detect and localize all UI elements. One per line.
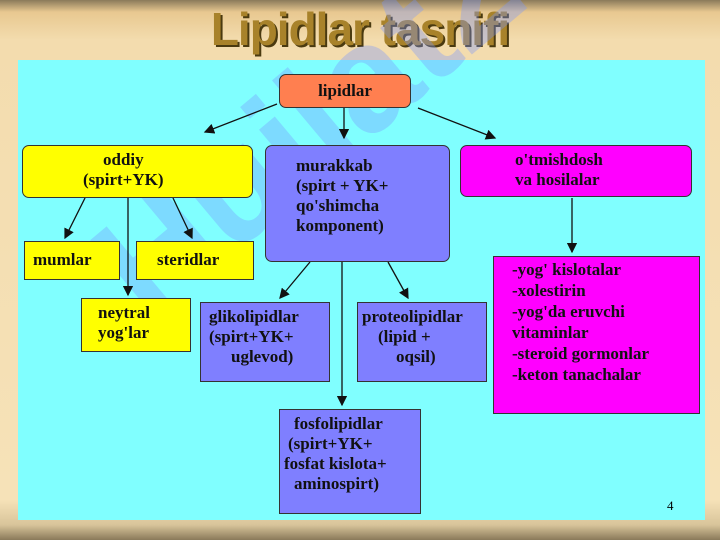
node-hosilalar-list: -yog' kislotalar -xolestirin -yog'da eru… — [493, 256, 700, 414]
list-item: -keton tanachalar — [512, 365, 641, 384]
node-neytral: neytral yog'lar — [81, 298, 191, 352]
label: glikolipidlar — [209, 307, 299, 326]
label: uglevod) — [231, 347, 294, 366]
node-proteolipidlar: proteolipidlar (lipid + oqsil) — [357, 302, 487, 382]
label: qo'shimcha — [296, 196, 380, 215]
label: proteolipidlar — [362, 307, 463, 326]
label: (lipid + — [378, 327, 431, 346]
node-otmishdosh: o'tmishdosh va hosilalar — [460, 145, 692, 197]
slide-title: Lipidlar tasnifi — [210, 3, 510, 55]
label: murakkab — [296, 156, 373, 175]
arrow — [203, 103, 278, 134]
node-murakkab: murakkab (spirt + YK+ qo'shimcha kompone… — [265, 145, 450, 262]
list-item: -xolestirin — [512, 281, 586, 300]
node-fosfolipidlar: fosfolipidlar (spirt+YK+ fosfat kislota+… — [279, 409, 421, 514]
arrow — [387, 261, 409, 300]
node-mumlar: mumlar — [24, 241, 120, 280]
label: va hosilalar — [515, 170, 600, 189]
arrow — [172, 197, 193, 240]
node-lipidlar: lipidlar — [279, 74, 411, 108]
label: (spirt+YK+ — [209, 327, 294, 346]
label: aminospirt) — [294, 474, 379, 493]
list-item: -steroid gormonlar — [512, 344, 650, 363]
label: o'tmishdosh — [515, 150, 603, 169]
label: oqsil) — [396, 347, 436, 366]
label: fosfolipidlar — [294, 414, 383, 433]
list-item: vitaminlar — [512, 323, 589, 342]
arrow — [64, 197, 86, 240]
node-glikolipidlar: glikolipidlar (spirt+YK+ uglevod) — [200, 302, 330, 382]
arrow — [417, 107, 497, 140]
list-item: -yog'da eruvchi — [512, 302, 625, 321]
arrow — [279, 261, 311, 299]
label: oddiy — [103, 150, 144, 169]
page-number: 4 — [667, 498, 674, 513]
label: yog'lar — [98, 323, 149, 342]
node-steridlar: steridlar — [136, 241, 254, 280]
list-item: -yog' kislotalar — [512, 260, 622, 279]
label: (spirt+YK+ — [288, 434, 373, 453]
label: (spirt + YK+ — [296, 176, 389, 195]
label: komponent) — [296, 216, 384, 235]
node-oddiy: oddiy (spirt+YK) — [22, 145, 253, 198]
label: fosfat kislota+ — [284, 454, 387, 473]
label: neytral — [98, 303, 150, 322]
label: (spirt+YK) — [83, 170, 164, 189]
